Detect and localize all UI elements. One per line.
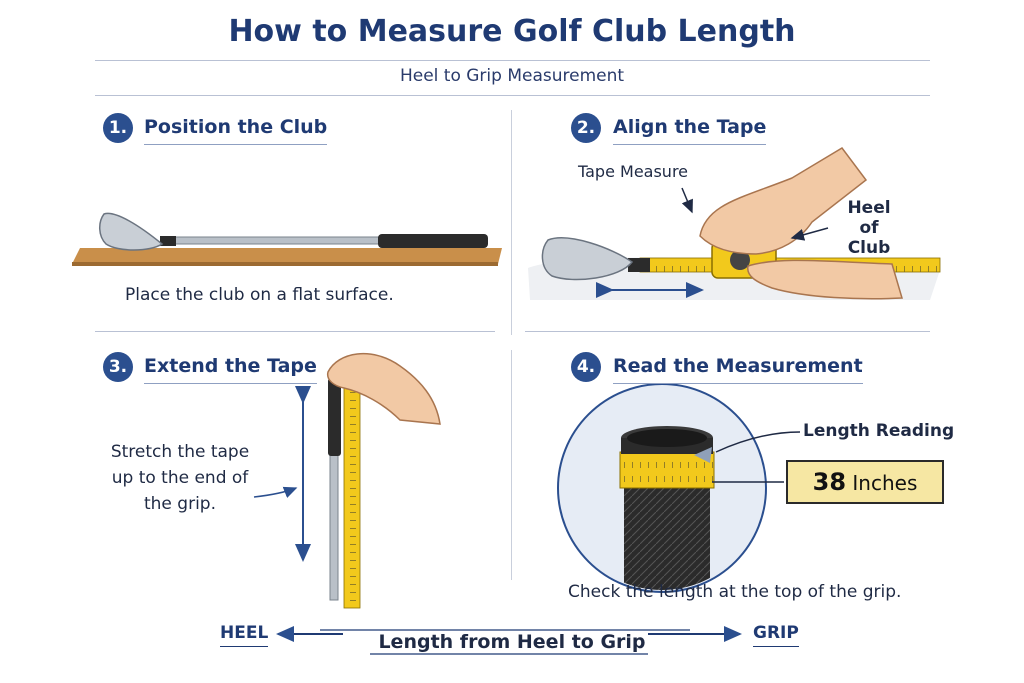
footer-grip-label: GRIP xyxy=(753,623,799,647)
vertical-divider-top xyxy=(511,110,512,335)
tape-measure-pointer xyxy=(681,187,693,214)
magnified-tape xyxy=(619,451,715,489)
step2-club-head xyxy=(541,237,634,281)
horizontal-divider-right xyxy=(525,331,930,332)
club-grip xyxy=(378,234,488,248)
vertical-tape xyxy=(343,367,361,609)
hand-upper xyxy=(699,147,868,255)
footer-heel-label: HEEL xyxy=(220,623,269,647)
step2-badge: 2. xyxy=(571,113,601,143)
reading-unit: Inches xyxy=(852,471,918,495)
step3-pointer xyxy=(253,486,298,499)
vertical-club-grip xyxy=(328,378,341,456)
heel-label-line1: Heel of xyxy=(847,198,891,238)
step2-illustration xyxy=(528,147,941,300)
horizontal-divider-left xyxy=(95,331,495,332)
step3-title: Extend the Tape xyxy=(144,355,317,384)
step1-badge: 1. xyxy=(103,113,133,143)
step3-caption: Stretch the tape up to the end of the gr… xyxy=(100,439,260,517)
club-head xyxy=(99,212,164,251)
header-divider xyxy=(95,60,930,61)
step3-caption-line2: up to the end of xyxy=(111,468,249,488)
reading-pointer xyxy=(715,431,801,453)
step4-badge: 4. xyxy=(571,352,601,382)
vertical-club-shaft xyxy=(329,449,339,601)
heel-pointer xyxy=(790,227,829,241)
step3-illustration xyxy=(253,352,441,609)
heel-label-line2: Club xyxy=(847,238,891,258)
step3-hand xyxy=(326,352,441,425)
wood-surface xyxy=(72,248,502,264)
reading-number: 38 xyxy=(812,468,847,496)
length-reading-label: Length Reading xyxy=(803,421,955,441)
reading-value-box: 38 Inches xyxy=(786,460,944,504)
step3-badge: 3. xyxy=(103,352,133,382)
page-subtitle: Heel to Grip Measurement xyxy=(399,66,625,86)
heel-of-club-label: Heel of Club xyxy=(838,198,900,258)
step2-title: Align the Tape xyxy=(613,116,767,145)
subtitle-divider xyxy=(95,95,930,96)
step4-illustration xyxy=(557,383,801,593)
step4-caption: Check the length at the top of the grip. xyxy=(568,582,902,602)
step3-caption-line1: Stretch the tape xyxy=(110,442,250,462)
step4-title: Read the Measurement xyxy=(613,355,863,384)
step1-illustration xyxy=(72,212,502,266)
step3-caption-line3: the grip. xyxy=(143,494,216,514)
reading-marker xyxy=(694,447,712,463)
step1-caption: Place the club on a flat surface. xyxy=(125,285,394,305)
vertical-divider-bottom xyxy=(511,350,512,580)
page-title: How to Measure Golf Club Length xyxy=(228,14,796,49)
hand-lower xyxy=(747,259,903,300)
footer-center-label: Length from Heel to Grip xyxy=(378,631,646,653)
step1-title: Position the Club xyxy=(144,116,328,145)
club-shaft xyxy=(171,236,383,245)
tape-measure-label: Tape Measure xyxy=(578,162,689,181)
magnified-grip xyxy=(624,486,710,590)
